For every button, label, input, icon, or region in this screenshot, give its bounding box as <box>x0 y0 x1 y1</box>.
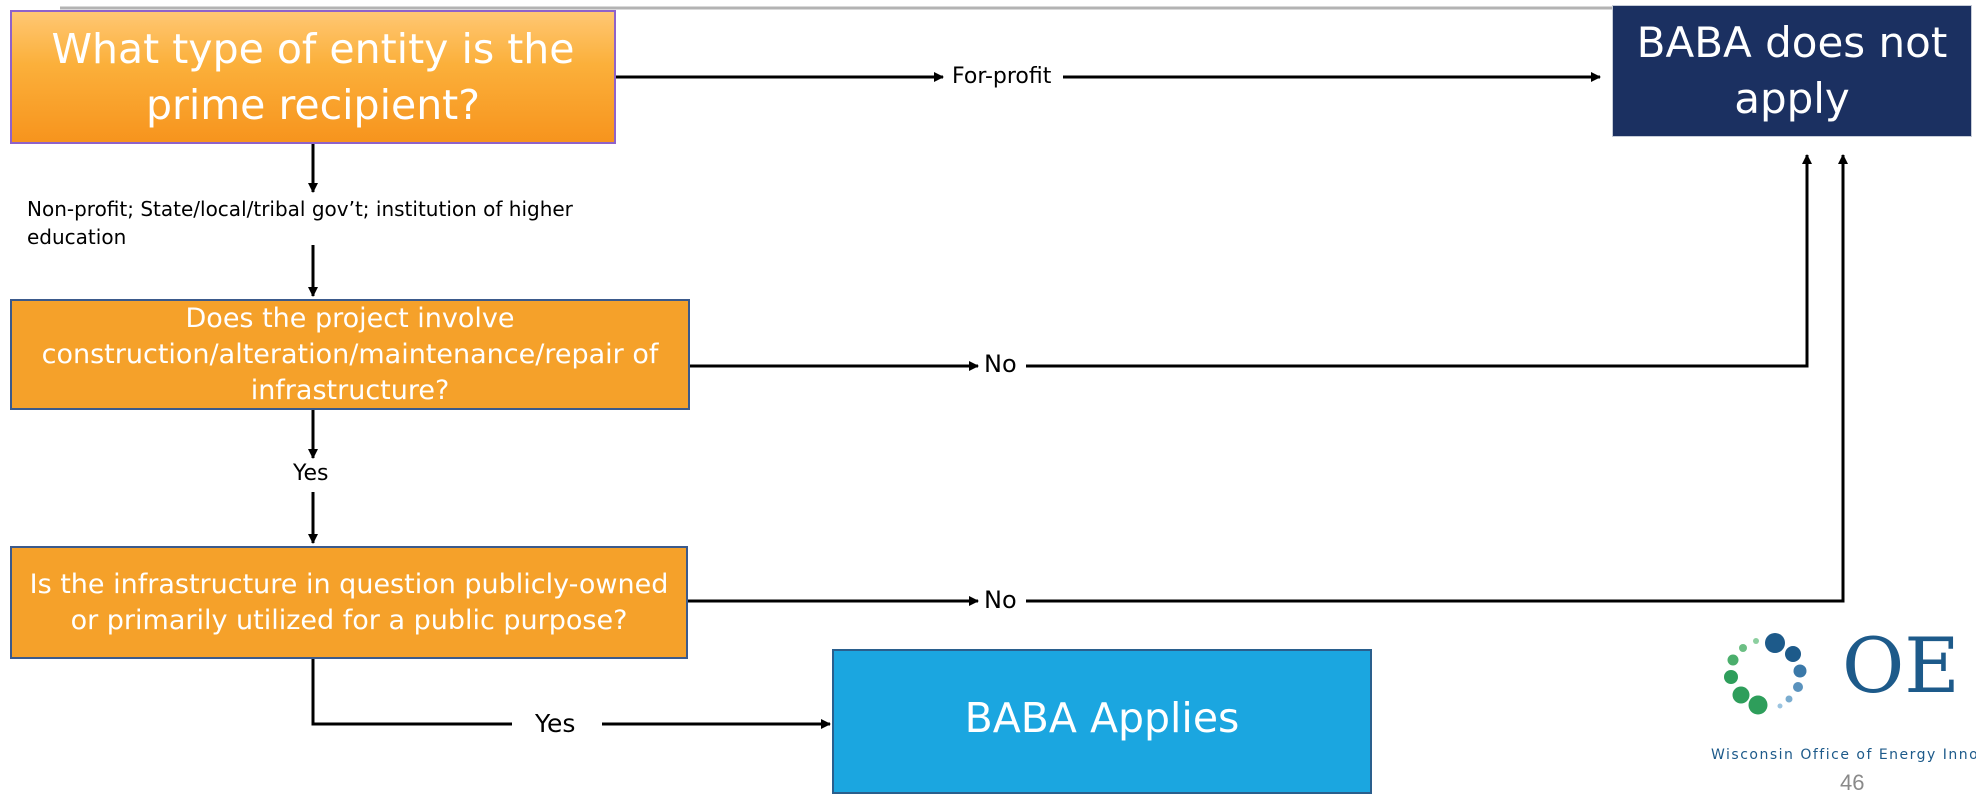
oei-logo: OE Wisconsin Office of Energy Innovation <box>1700 628 1976 789</box>
for-profit-label: For-profit <box>946 64 1058 89</box>
entity-type-question-box: What type of entity is the prime recipie… <box>10 10 616 144</box>
baba-applies-text: BABA Applies <box>964 693 1240 742</box>
baba-does-not-apply-text: BABA does not apply <box>1636 18 1948 123</box>
logo-caption: Wisconsin Office of Energy Innovation <box>1711 747 1976 763</box>
baba-does-not-apply-box: BABA does not apply <box>1612 5 1972 137</box>
page-number: 46 <box>1840 770 1865 795</box>
connector-public-yes-left <box>311 659 512 726</box>
infrastructure-question-box: Does the project involve construction/al… <box>10 299 690 410</box>
yes-infrastructure-label: Yes <box>293 461 329 486</box>
no-infrastructure-label: No <box>980 350 1021 378</box>
dot-ring-icon <box>1724 633 1807 715</box>
logo-letters: OE <box>1842 621 1960 710</box>
baba-applies-box: BABA Applies <box>832 649 1372 794</box>
entity-type-question-text: What type of entity is the prime recipie… <box>51 25 575 129</box>
connector-no2-right <box>1026 154 1848 603</box>
yes-public-label: Yes <box>527 709 584 738</box>
public-purpose-question-box: Is the infrastructure in question public… <box>10 546 688 659</box>
no-public-label: No <box>980 586 1021 614</box>
public-purpose-question-text: Is the infrastructure in question public… <box>29 568 669 636</box>
infrastructure-question-text: Does the project involve construction/al… <box>41 302 659 406</box>
non-profit-label: Non-profit; State/local/tribal gov’t; in… <box>27 197 573 249</box>
connector-no1-right <box>1026 154 1812 368</box>
